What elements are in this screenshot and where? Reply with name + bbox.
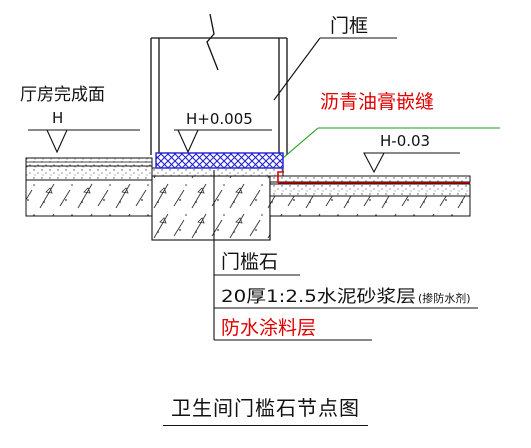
drawing-title: 卫生间门槛石节点图: [0, 392, 531, 426]
bathroom-finish-layer: [269, 175, 471, 183]
threshold-stone: [155, 152, 284, 169]
hall-finish-label: 厅房完成面: [20, 85, 105, 105]
threshold-wall: [151, 175, 271, 241]
door-frame-label: 门框: [330, 15, 368, 37]
threshold-stone-label: 门槛石: [221, 251, 278, 273]
drawing-title-text: 卫生间门槛石节点图: [163, 392, 368, 426]
level-h-minus-triangle-icon: [363, 152, 385, 174]
door-frame-break-mark: [206, 13, 219, 71]
bathroom-level-marker: H-0.03: [363, 132, 460, 174]
bathroom-screed-layer: [269, 183, 471, 197]
door-frame-leader: [273, 37, 321, 101]
mortar-layer-note: (掺防水剂): [418, 291, 471, 305]
asphalt-joint-leader: [282, 127, 319, 159]
asphalt-joint-label: 沥青油膏嵌缝: [320, 90, 434, 113]
threshold-mortar-bed: [151, 167, 284, 177]
threshold-wall-section: [151, 175, 271, 241]
bottom-callouts: 门槛石 20厚1:2.5水泥砂浆层 (掺防水剂) 防水涂料层: [206, 170, 478, 341]
asphalt-joint-callout: 沥青油膏嵌缝: [282, 90, 500, 159]
hall-screed-layer: [25, 165, 153, 181]
hall-slab: [25, 179, 153, 217]
hall-level-marker: 厅房完成面 H: [20, 85, 140, 154]
door-frame: [150, 13, 288, 155]
level-h-label: H: [52, 109, 63, 127]
bathroom-floor-section: [269, 171, 471, 217]
bathroom-slab: [269, 195, 471, 217]
waterproof-layer-label: 防水涂料层: [221, 317, 316, 339]
level-h-triangle-icon: [46, 129, 68, 154]
door-frame-callout: 门框: [273, 15, 397, 101]
hall-floor-section: [25, 157, 153, 217]
threshold-level-marker: H+0.005: [174, 110, 272, 154]
mortar-layer-label: 20厚1:2.5水泥砂浆层: [221, 287, 416, 307]
waterproof-upturn: [277, 171, 284, 183]
level-h-plus-label: H+0.005: [186, 110, 253, 128]
level-h-minus-label: H-0.03: [380, 132, 430, 150]
level-h-plus-triangle-icon: [177, 129, 199, 154]
